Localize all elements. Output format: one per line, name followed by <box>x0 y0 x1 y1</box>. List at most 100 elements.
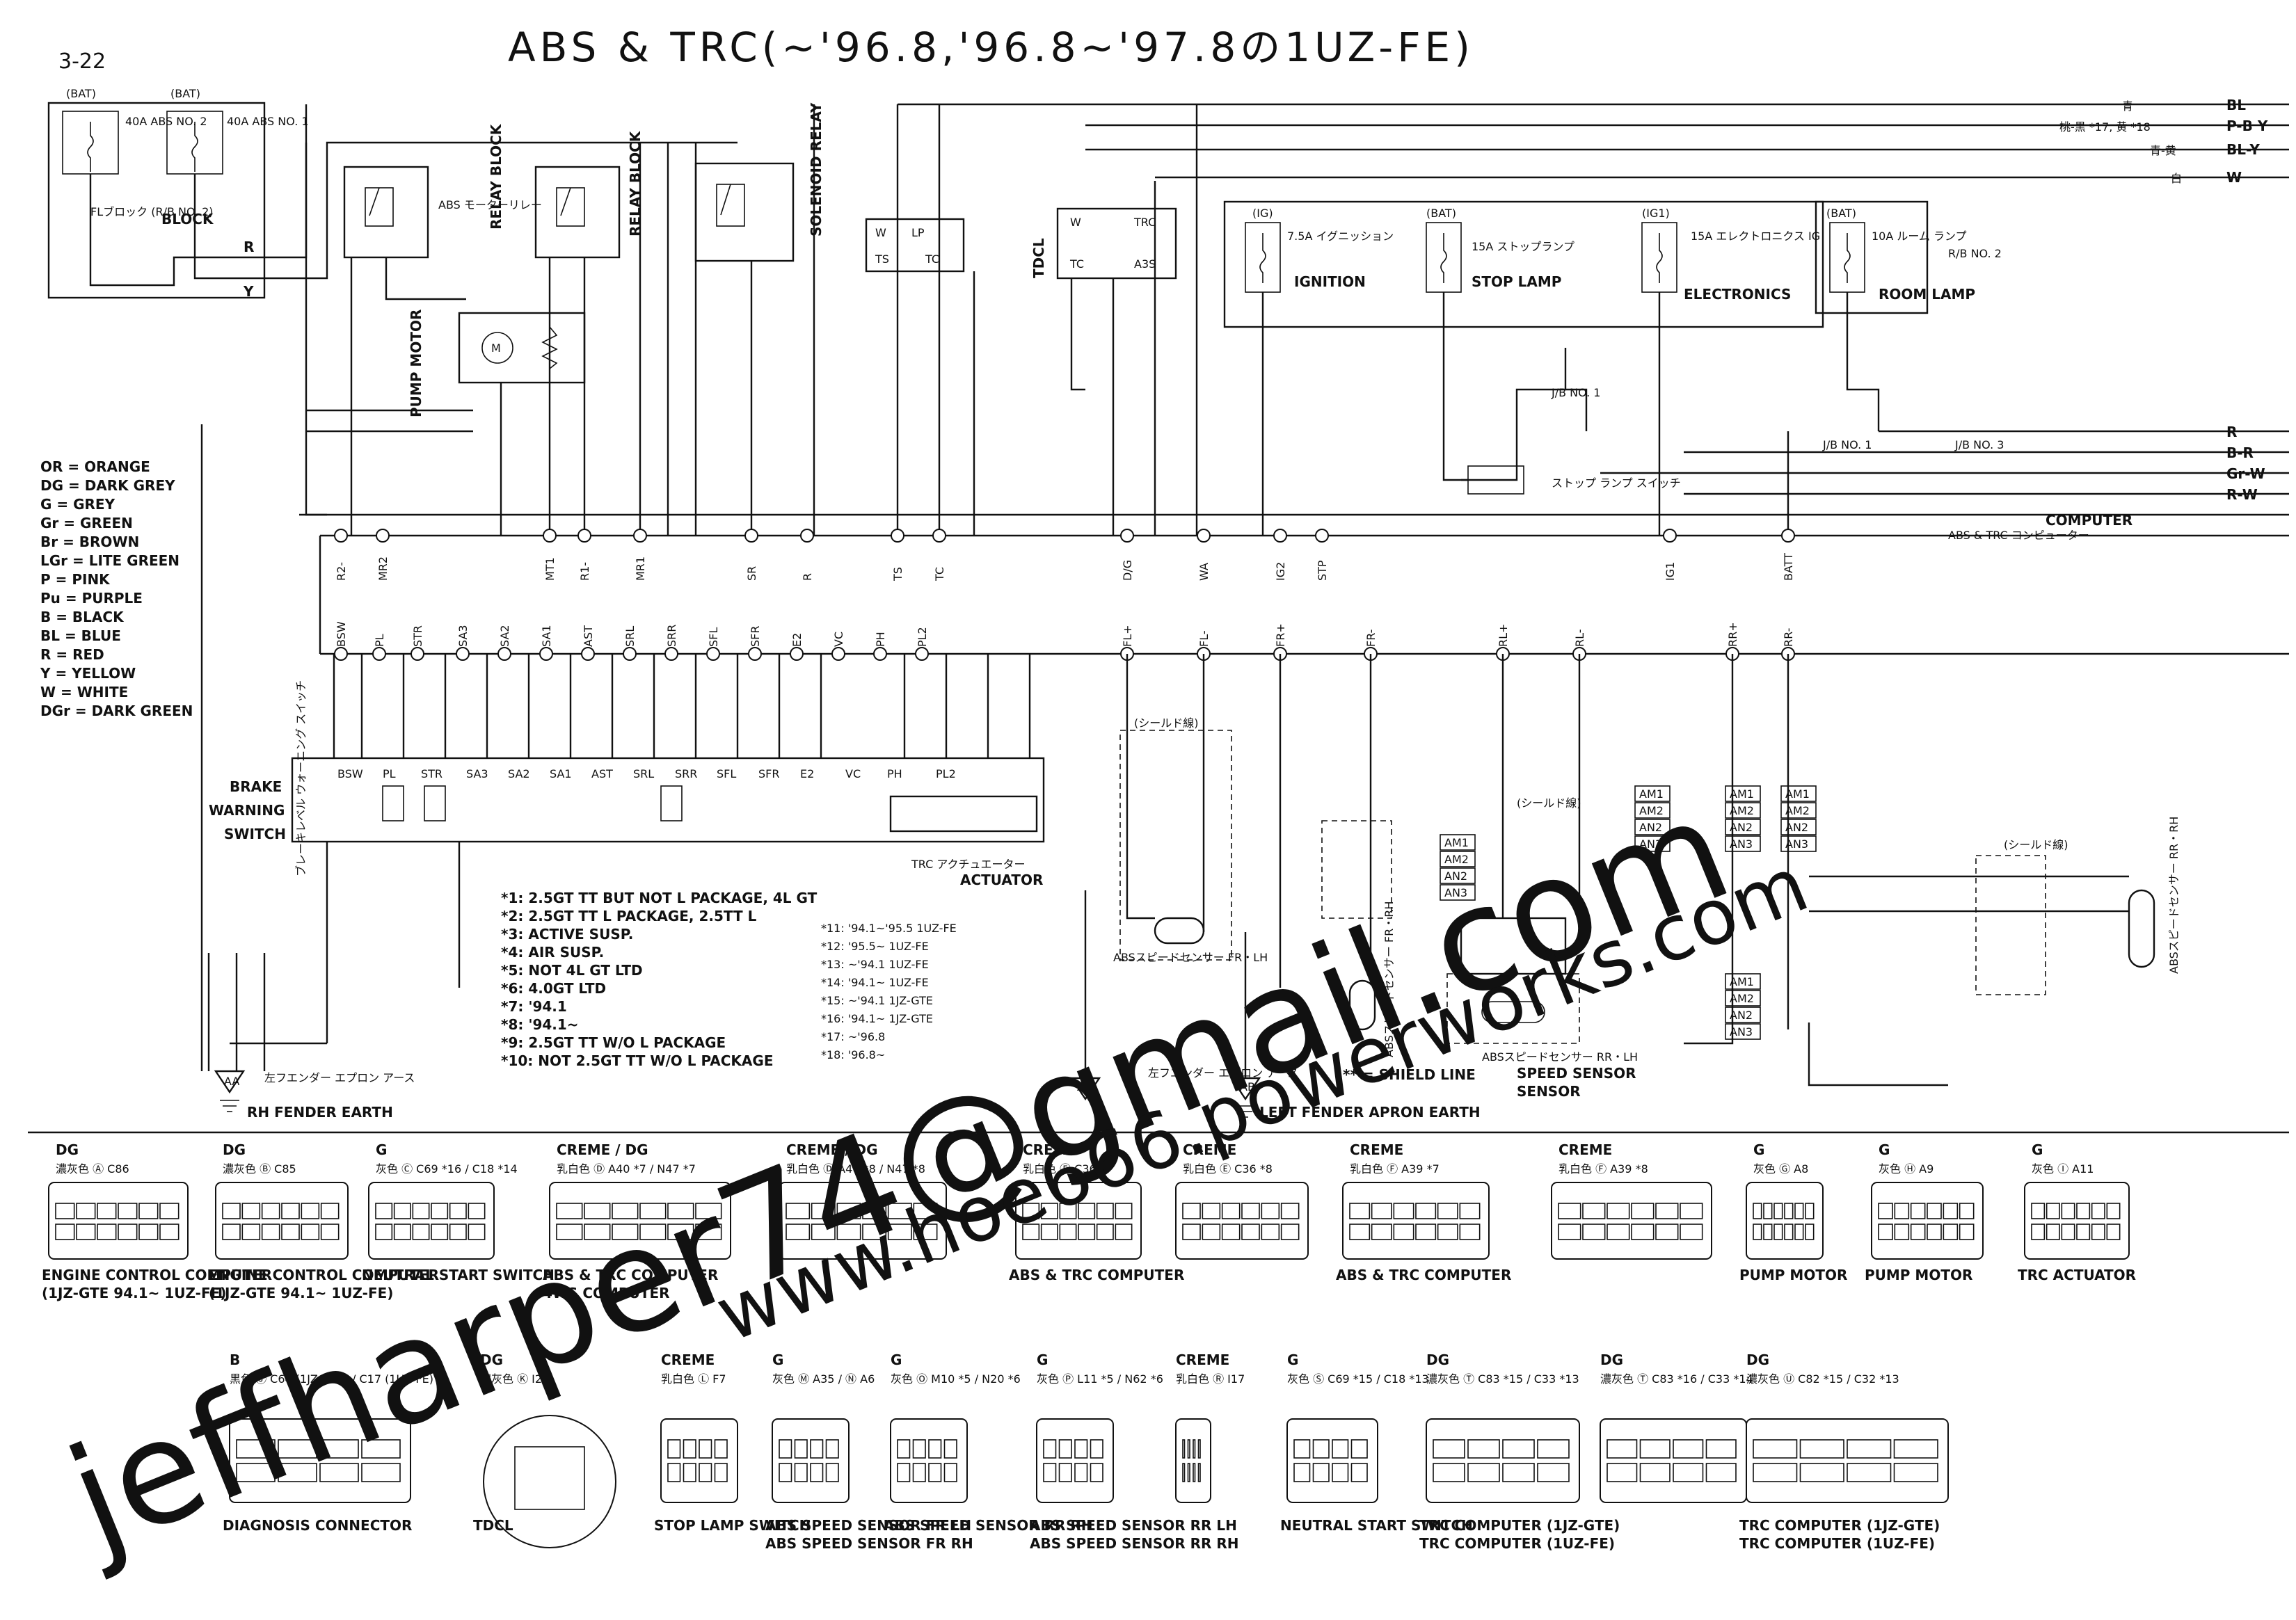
connector-shape <box>772 1418 850 1503</box>
computer-label: COMPUTER <box>2046 512 2132 529</box>
sensor-rr-rh-label: ABSスピードセンサー RR・RH <box>2167 817 2181 974</box>
note-left-item: *1: 2.5GT TT BUT NOT L PACKAGE, 4L GT <box>501 890 818 906</box>
sensor-rr-rh: ABSスピードセンサー RR・RH <box>1975 817 2181 995</box>
connector-cavity <box>912 1463 926 1482</box>
connector-cavity <box>1943 1203 1959 1219</box>
connector-cavity <box>1221 1203 1241 1219</box>
connector-name: TRC COMPUTER (1JZ-GTE) <box>1739 1517 1940 1534</box>
connector-sub: (1JZ-GTE 94.1~ 1UZ-FE) <box>42 1285 226 1301</box>
connector-cavity <box>794 1439 808 1459</box>
am-an-pin <box>1780 835 1817 852</box>
connector-cavity <box>55 1224 75 1240</box>
computer-mid-pin-label: SA3 <box>456 625 470 647</box>
computer-mid-pin <box>790 647 804 661</box>
connector-cavity <box>1022 1224 1040 1240</box>
connector-cavity <box>1910 1224 1926 1240</box>
color-legend-item: G = GREY <box>40 496 115 513</box>
diag-pin-w: W <box>875 226 886 239</box>
color-legend-item: R = RED <box>40 646 104 663</box>
connector-cavity <box>667 1439 681 1459</box>
note-right-item: *15: ~'94.1 1JZ-GTE <box>821 994 933 1007</box>
svg-text:M: M <box>491 342 501 355</box>
connector-cavity <box>1763 1224 1773 1240</box>
connector-cavity <box>912 1439 926 1459</box>
am-an-pin <box>1725 835 1761 852</box>
brake-warning-switch: BRAKE WARNING SWITCH ブレーキレベル ウォーニング スイッチ <box>209 680 308 876</box>
computer-mid-pin <box>372 647 386 661</box>
connector-name: DIAGNOSIS CONNECTOR <box>223 1517 412 1534</box>
connector-cavity <box>1182 1439 1186 1459</box>
connector-code: 灰色 Ⓗ A9 <box>1879 1162 1934 1176</box>
connector-cavity <box>695 1203 722 1219</box>
computer-mid-pin-label: RL+ <box>1497 624 1510 647</box>
shield-label-fr: (シールド線) <box>1134 716 1199 730</box>
sensor-fr-rh-label: ABSスピードセンサー FR・RH <box>1382 901 1396 1057</box>
actuator-pin-label: AST <box>591 767 613 780</box>
connector-cavity <box>1280 1224 1300 1240</box>
am-an-pin <box>1440 867 1476 884</box>
actuator-pin-label: E2 <box>800 767 814 780</box>
computer-mid-pin <box>748 647 762 661</box>
connector-cavity <box>76 1203 96 1219</box>
stop-lamp-switch <box>1467 465 1524 495</box>
am-an-pin <box>1634 835 1671 852</box>
connector-shape <box>1551 1182 1712 1260</box>
am-an-pin-label: AN3 <box>1785 837 1808 851</box>
connector-shape <box>1036 1418 1114 1503</box>
connector-cavity <box>393 1224 411 1240</box>
connector-cavity <box>1241 1224 1260 1240</box>
connector-color: DG <box>223 1141 246 1158</box>
connector-cavity <box>1763 1203 1773 1219</box>
computer-top-pin <box>1663 529 1677 543</box>
connector-cavity <box>887 1203 912 1219</box>
connector-cavity <box>1059 1224 1077 1240</box>
connector-code: 濃灰色 Ⓑ C85 <box>223 1162 296 1176</box>
fuse-room-label: 10A ルーム ランプ <box>1872 230 1967 243</box>
am-an-pin-label: AN2 <box>1730 821 1753 834</box>
connector-cavity <box>1753 1224 1762 1240</box>
connector-cavity <box>1459 1203 1481 1219</box>
connector-cavity <box>236 1439 276 1459</box>
am-an-pin <box>1725 1007 1761 1023</box>
connector-cavity <box>1805 1203 1815 1219</box>
relay-block-label-1: RELAY BLOCK <box>488 123 504 230</box>
notes-left: *1: 2.5GT TT BUT NOT L PACKAGE, 4L GT*2:… <box>501 890 818 1069</box>
connector-cavity <box>913 1224 938 1240</box>
computer-mid-pin <box>334 647 348 661</box>
am-an-pin <box>1780 819 1817 835</box>
connector-cavity <box>1794 1224 1804 1240</box>
connector-cavity <box>2061 1224 2075 1240</box>
wire-jp-w: 白 <box>2171 172 2182 185</box>
am-an-pin <box>1440 834 1476 851</box>
connector-code: 灰色 Ⓒ C69 *16 / C18 *14 <box>376 1162 518 1176</box>
computer-top-pin <box>334 529 348 543</box>
computer-top-pin <box>1120 529 1134 543</box>
connector-cavity <box>361 1463 401 1482</box>
connector-cavity <box>375 1224 393 1240</box>
wire-jp-bly: 青-黄 <box>2150 144 2176 157</box>
note-right-item: *13: ~'94.1 1UZ-FE <box>821 958 929 971</box>
connector-cavity <box>1241 1203 1260 1219</box>
connector-cavity <box>1773 1224 1783 1240</box>
connector-cavity <box>1631 1203 1655 1219</box>
fuse-stop-src: (BAT) <box>1426 207 1456 220</box>
connector-color: DG <box>480 1352 503 1368</box>
connector-cavity <box>1878 1203 1893 1219</box>
fuse-block-left: (BAT) (BAT) 40A ABS NO. 2 40A ABS NO. 1 … <box>47 87 309 299</box>
note-right-item: *11: '94.1~'95.5 1UZ-FE <box>821 922 957 935</box>
brake-label-jp: ブレーキレベル ウォーニング スイッチ <box>294 680 308 876</box>
actuator-pin-label: SA2 <box>508 767 530 780</box>
computer-mid-pin-label: FR+ <box>1274 623 1287 647</box>
brake-label-2: WARNING <box>209 802 285 819</box>
connector-cavity <box>278 1439 317 1459</box>
computer-top-pin <box>1273 529 1287 543</box>
abs-motor-relay: ABS モーターリレー <box>343 166 542 259</box>
wire-label-grw: Gr-W <box>2226 465 2265 482</box>
connector-cavity <box>1655 1203 1679 1219</box>
connector-cavity <box>1799 1463 1844 1482</box>
diagram-title: ABS & TRC(~'96.8,'96.8~'97.8の1UZ-FE) <box>508 24 1474 71</box>
connector-cavity <box>862 1203 887 1219</box>
connector-cavity <box>1910 1203 1926 1219</box>
